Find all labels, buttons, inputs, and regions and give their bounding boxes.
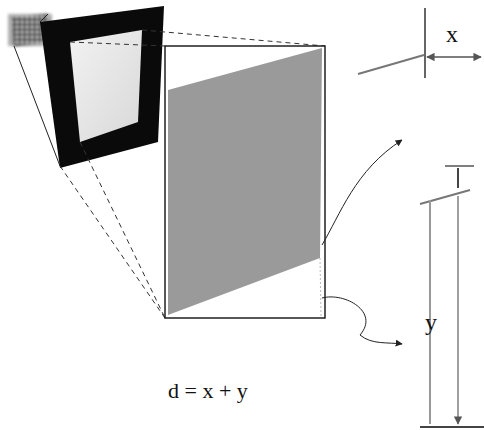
leader-line bbox=[40, 14, 48, 22]
inner-square bbox=[70, 30, 142, 142]
inset-y bbox=[420, 166, 484, 427]
gap-edge bbox=[320, 258, 321, 316]
dimension-label: y bbox=[425, 310, 437, 334]
pointer-arrow bbox=[322, 140, 402, 245]
projection-lines bbox=[60, 30, 325, 318]
inset-x bbox=[358, 8, 481, 78]
grey-quadrilateral bbox=[168, 48, 322, 315]
pointer-arrow bbox=[322, 297, 402, 344]
formula: d = x + y bbox=[168, 380, 248, 402]
zoom-rectangle bbox=[165, 46, 325, 318]
dimension-label: x bbox=[446, 22, 458, 46]
